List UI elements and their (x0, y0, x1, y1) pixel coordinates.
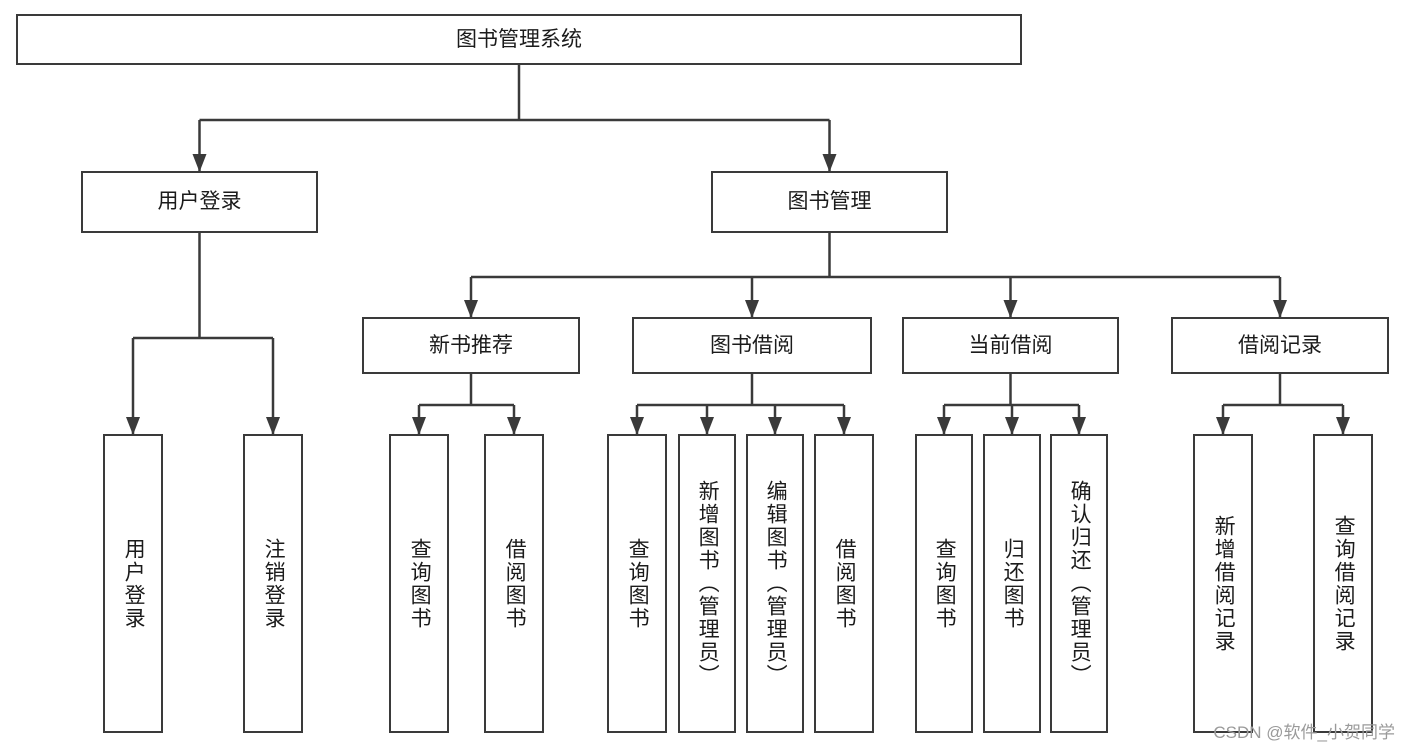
node-leaf-add-record[interactable]: 新增借阅记录 (1193, 434, 1253, 733)
node-leaf-query-book-2[interactable]: 查询图书 (607, 434, 667, 733)
node-label: 借阅图书 (833, 537, 857, 630)
node-leaf-query-record[interactable]: 查询借阅记录 (1313, 434, 1373, 733)
arrowhead-icon (266, 417, 280, 435)
node-label: 确认归还（管理员） (1068, 480, 1092, 687)
node-leaf-confirm-ret[interactable]: 确认归还（管理员） (1050, 434, 1108, 733)
node-label: 归还图书 (1001, 537, 1025, 630)
arrowhead-icon (630, 417, 644, 435)
node-leaf-query-book-1[interactable]: 查询图书 (389, 434, 449, 733)
node-user-login[interactable]: 用户登录 (81, 171, 318, 233)
arrowhead-icon (1072, 417, 1086, 435)
node-root[interactable]: 图书管理系统 (16, 14, 1022, 65)
node-label: 借阅记录 (1238, 333, 1322, 357)
arrowhead-icon (1336, 417, 1350, 435)
arrowhead-icon (126, 417, 140, 435)
node-label: 查询图书 (626, 537, 650, 630)
arrowhead-icon (464, 300, 478, 318)
node-current-borrow[interactable]: 当前借阅 (902, 317, 1119, 374)
arrowhead-icon (507, 417, 521, 435)
node-leaf-return-book[interactable]: 归还图书 (983, 434, 1041, 733)
node-leaf-edit-book[interactable]: 编辑图书（管理员） (746, 434, 804, 733)
arrowhead-icon (745, 300, 759, 318)
node-book-manage[interactable]: 图书管理 (711, 171, 948, 233)
node-label: 借阅图书 (503, 537, 527, 630)
node-leaf-borrow-book-1[interactable]: 借阅图书 (484, 434, 544, 733)
node-label: 新增借阅记录 (1212, 514, 1236, 653)
node-label: 注销登录 (262, 537, 286, 630)
arrowhead-icon (192, 154, 207, 172)
node-leaf-query-book-3[interactable]: 查询图书 (915, 434, 973, 733)
node-label: 用户登录 (122, 537, 146, 630)
node-label: 图书管理系统 (456, 27, 582, 51)
node-label: 编辑图书（管理员） (764, 480, 788, 687)
node-leaf-add-book[interactable]: 新增图书（管理员） (678, 434, 736, 733)
arrowhead-icon (1216, 417, 1230, 435)
node-label: 新书推荐 (429, 333, 513, 357)
arrowhead-icon (937, 417, 951, 435)
arrowhead-icon (1005, 417, 1019, 435)
node-book-borrow[interactable]: 图书借阅 (632, 317, 872, 374)
node-label: 新增图书（管理员） (696, 480, 720, 687)
arrowhead-icon (822, 154, 837, 172)
node-label: 查询图书 (408, 537, 432, 630)
node-leaf-borrow-book-2[interactable]: 借阅图书 (814, 434, 874, 733)
node-label: 查询图书 (933, 537, 957, 630)
arrowhead-icon (700, 417, 714, 435)
arrowhead-icon (837, 417, 851, 435)
node-label: 当前借阅 (968, 333, 1053, 357)
node-borrow-record[interactable]: 借阅记录 (1171, 317, 1389, 374)
node-leaf-user-login[interactable]: 用户登录 (103, 434, 163, 733)
arrowhead-icon (768, 417, 782, 435)
arrowhead-icon (1273, 300, 1287, 318)
arrowhead-icon (1003, 300, 1018, 318)
node-label: 图书管理 (787, 190, 872, 214)
arrowhead-icon (412, 417, 426, 435)
node-label: 查询借阅记录 (1332, 514, 1356, 653)
node-new-book-rec[interactable]: 新书推荐 (362, 317, 580, 374)
node-leaf-user-logout[interactable]: 注销登录 (243, 434, 303, 733)
node-label: 用户登录 (157, 190, 242, 214)
node-label: 图书借阅 (710, 333, 794, 357)
